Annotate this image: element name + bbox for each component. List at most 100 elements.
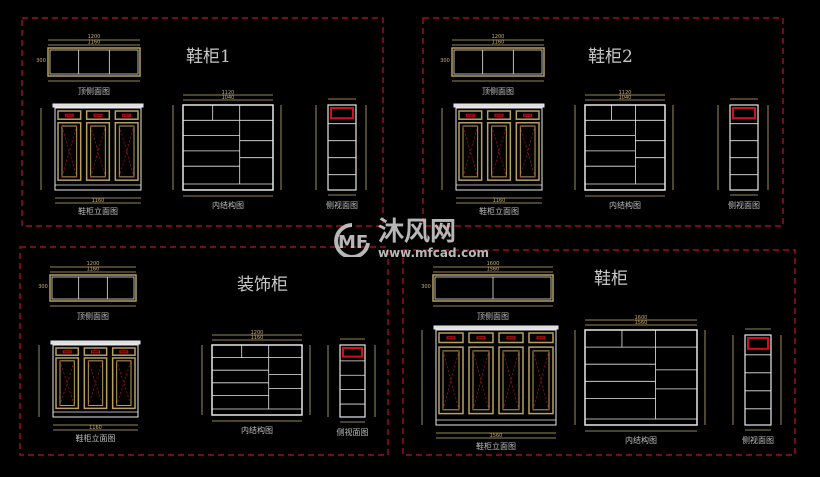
front-outline bbox=[455, 107, 543, 191]
door-inner-panel bbox=[502, 350, 520, 411]
door-inner-panel bbox=[472, 350, 490, 411]
door-panel bbox=[85, 122, 111, 181]
dimension-text: 1160 bbox=[493, 198, 506, 204]
side-outline bbox=[327, 104, 357, 191]
door-inner-panel bbox=[532, 350, 550, 411]
door-swing-marker bbox=[442, 350, 460, 410]
inner-view-label: 内结构图 bbox=[625, 436, 657, 445]
door-inner-panel bbox=[462, 125, 479, 178]
drawer bbox=[468, 332, 494, 344]
top-view-outline bbox=[432, 274, 554, 302]
side-drawer bbox=[732, 107, 756, 120]
dimension-text: 1040 bbox=[619, 95, 632, 101]
side-view-label: 侧视面图 bbox=[728, 201, 760, 210]
door-swing-marker bbox=[472, 350, 490, 410]
dimension-text: 300 bbox=[440, 58, 450, 64]
dimension-text: 1200 bbox=[88, 34, 101, 40]
door-swing-marker bbox=[116, 360, 132, 406]
side-drawer bbox=[330, 107, 354, 120]
dashed-frame bbox=[422, 17, 784, 227]
drawer-handle bbox=[93, 113, 103, 117]
door-inner-panel bbox=[118, 125, 135, 178]
door-panel bbox=[55, 357, 80, 410]
side-outline bbox=[339, 344, 366, 418]
countertop bbox=[52, 103, 144, 108]
drawer-handle bbox=[446, 336, 456, 340]
door-panel bbox=[438, 346, 464, 415]
drawer-handle bbox=[122, 113, 132, 117]
inner-outline bbox=[211, 344, 303, 416]
door-panel bbox=[528, 346, 554, 415]
dimension-text: 1560 bbox=[490, 433, 503, 439]
dimension-text: 300 bbox=[421, 284, 431, 290]
door-panel bbox=[486, 122, 512, 181]
drawer bbox=[114, 110, 139, 120]
drawer bbox=[498, 332, 524, 344]
top-view-outline bbox=[47, 47, 141, 77]
countertop bbox=[453, 103, 545, 108]
dimension-text: 1200 bbox=[251, 330, 264, 336]
drawer bbox=[528, 332, 554, 344]
drawer-handle bbox=[536, 336, 546, 340]
panel-title: 鞋柜 bbox=[594, 269, 628, 289]
front-outline bbox=[435, 329, 557, 426]
door-inner-panel bbox=[87, 360, 104, 406]
door-swing-marker bbox=[502, 350, 520, 410]
panel-title: 鞋柜2 bbox=[588, 47, 633, 67]
dimension-text: 1200 bbox=[492, 34, 505, 40]
top-view-label: 顶侧面图 bbox=[477, 312, 509, 321]
door-panel bbox=[57, 122, 82, 181]
drawer bbox=[458, 110, 483, 120]
inner-outline bbox=[584, 104, 666, 191]
drawer bbox=[438, 332, 464, 344]
door-inner-panel bbox=[90, 125, 106, 178]
side-view-label: 侧视面图 bbox=[326, 201, 358, 210]
drawer bbox=[515, 110, 540, 120]
front-view-label: 鞋柜立面图 bbox=[476, 442, 516, 451]
drawer-handle bbox=[465, 113, 475, 117]
inner-view-label: 内结构图 bbox=[609, 201, 641, 210]
dimension-text: 1560 bbox=[635, 320, 648, 326]
door-panel bbox=[111, 357, 136, 410]
drawer bbox=[83, 347, 108, 356]
door-inner-panel bbox=[116, 360, 132, 406]
dimension-text: 1120 bbox=[619, 90, 632, 96]
dimension-text: 300 bbox=[38, 284, 48, 290]
door-panel bbox=[114, 122, 139, 181]
side-drawer bbox=[747, 337, 769, 350]
top-view-inner bbox=[51, 276, 135, 300]
dimension-text: 1160 bbox=[92, 198, 105, 204]
dimension-text: 1160 bbox=[89, 425, 102, 431]
door-swing-marker bbox=[61, 125, 77, 177]
dimension-text: 1160 bbox=[88, 40, 101, 46]
door-panel bbox=[83, 357, 108, 410]
door-swing-marker bbox=[520, 125, 536, 177]
dimension-text: 1600 bbox=[487, 261, 500, 267]
top-view-label: 顶侧面图 bbox=[482, 87, 514, 96]
dimension-text: 1200 bbox=[87, 261, 100, 267]
side-drawer bbox=[342, 347, 363, 358]
door-swing-marker bbox=[491, 125, 507, 177]
dimension-text: 1560 bbox=[487, 267, 500, 273]
drawer bbox=[111, 347, 136, 356]
front-outline bbox=[52, 344, 139, 418]
drawer bbox=[55, 347, 80, 356]
inner-view-label: 内结构图 bbox=[212, 201, 244, 210]
drawer-handle bbox=[494, 113, 504, 117]
top-view-inner bbox=[453, 49, 543, 75]
inner-outline bbox=[584, 329, 698, 426]
countertop bbox=[433, 325, 559, 330]
dimension-text: 300 bbox=[36, 58, 46, 64]
dimension-text: 1040 bbox=[222, 95, 235, 101]
door-swing-marker bbox=[532, 350, 550, 410]
dimension-text: 1600 bbox=[635, 315, 648, 321]
panel-title: 装饰柜 bbox=[237, 275, 288, 295]
door-swing-marker bbox=[462, 125, 478, 177]
dashed-frame bbox=[402, 249, 796, 456]
drawer bbox=[85, 110, 111, 120]
door-swing-marker bbox=[59, 360, 75, 406]
drawer-handle bbox=[62, 350, 72, 354]
drawer-handle bbox=[476, 336, 486, 340]
side-view-label: 侧视面图 bbox=[742, 436, 774, 445]
mfcad-logo-icon: MF bbox=[334, 223, 370, 257]
